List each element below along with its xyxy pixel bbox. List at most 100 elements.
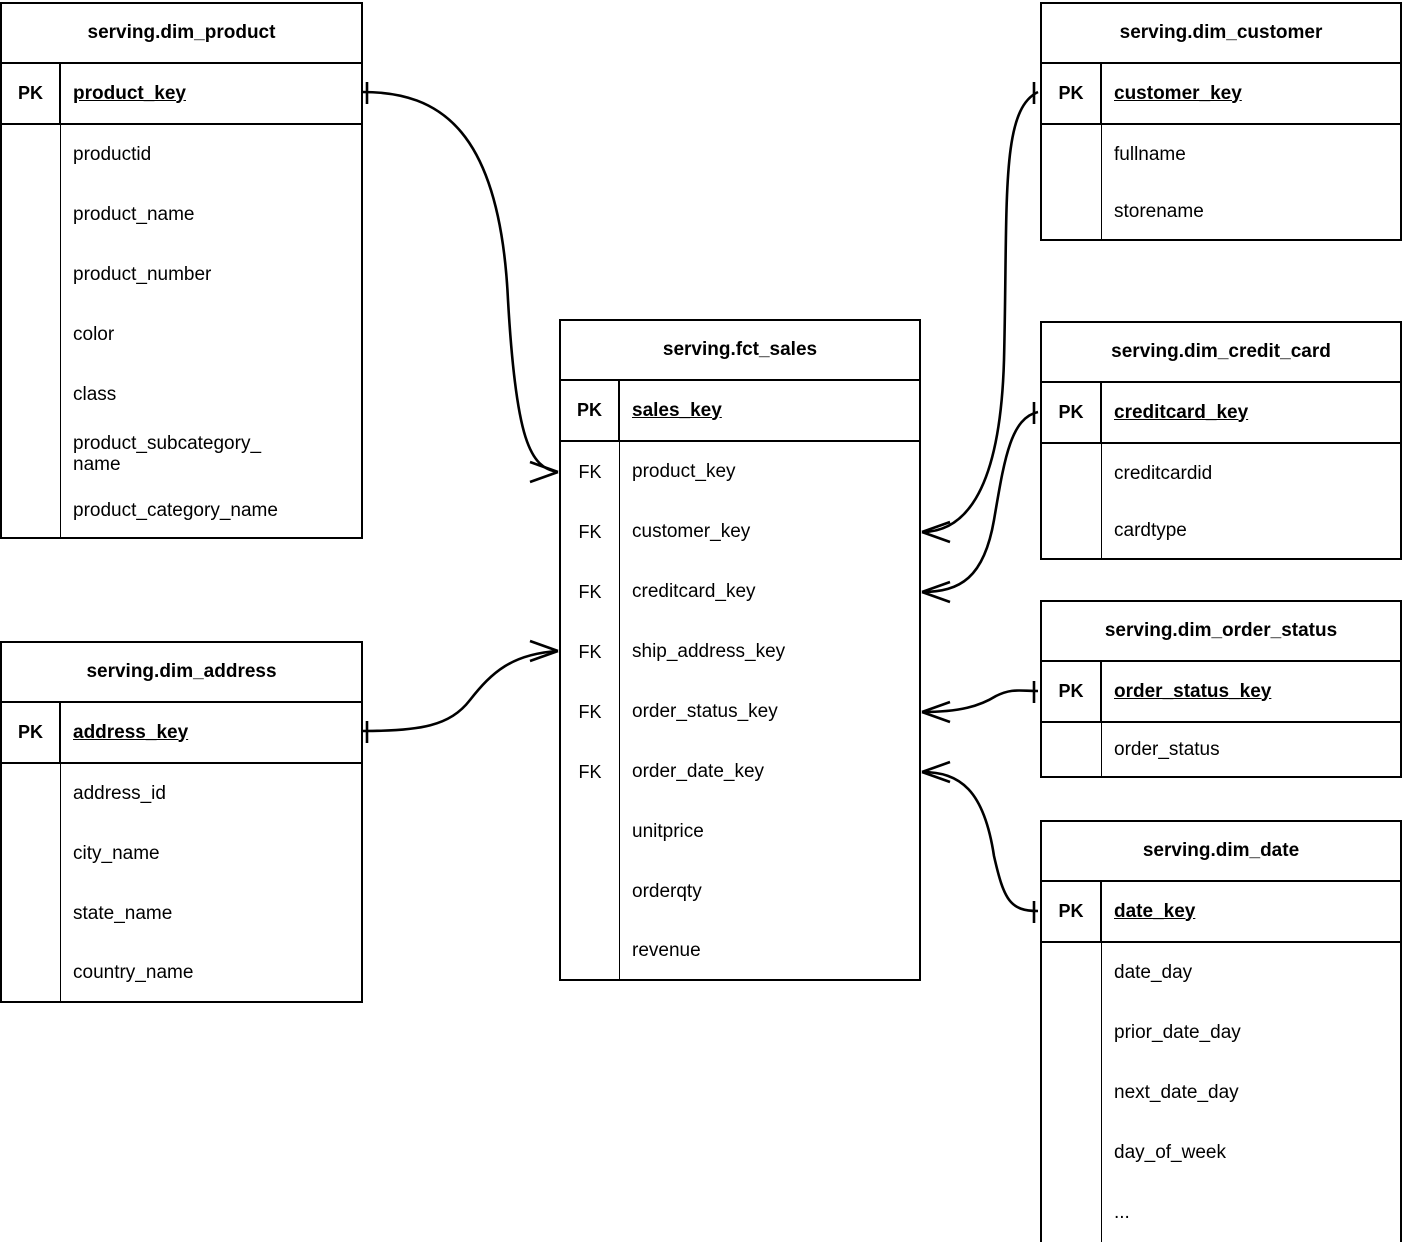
entity-dim-customer[interactable]: serving.dim_customer PK customer_key ful… <box>1040 2 1402 241</box>
key-cell <box>2 245 60 305</box>
entity-dim-credit-card[interactable]: serving.dim_credit_card PK creditcard_ke… <box>1040 321 1402 560</box>
field-row: product_category_name <box>73 500 278 521</box>
pk-row-dim-address: PK address_key <box>2 703 361 764</box>
entity-title-fct-sales: serving.fct_sales <box>561 321 919 381</box>
field-line-2: name <box>73 454 121 475</box>
entity-title-dim-customer: serving.dim_customer <box>1042 4 1400 64</box>
relationship-address-sales <box>362 639 559 743</box>
fk-badge: FK <box>578 581 602 602</box>
pk-badge: PK <box>1042 64 1102 123</box>
pk-badge: PK <box>2 64 61 123</box>
field-block-dim-address: address_id city_name state_name country_… <box>2 764 361 1001</box>
pk-badge: PK <box>2 703 61 762</box>
name-column: order_status <box>1102 723 1400 776</box>
entity-title-dim-date: serving.dim_date <box>1042 822 1400 882</box>
field-row: order_status <box>1114 738 1220 760</box>
key-cell <box>2 185 60 245</box>
key-cell <box>1042 1003 1101 1063</box>
key-column <box>2 764 61 1001</box>
pk-field-name: order_status_key <box>1114 680 1272 702</box>
key-column <box>1042 943 1102 1242</box>
entity-title-dim-product: serving.dim_product <box>2 4 361 64</box>
relationship-sales-orderstatus <box>921 681 1039 724</box>
field-row: product_key <box>632 461 736 482</box>
key-cell <box>561 802 619 862</box>
field-row: state_name <box>73 903 173 924</box>
pk-badge: PK <box>1042 662 1102 721</box>
relationship-sales-customer <box>921 82 1039 544</box>
pk-row-fct-sales: PK sales_key <box>561 381 919 442</box>
key-cell <box>1042 723 1101 776</box>
pk-badge: PK <box>1042 383 1102 442</box>
pk-row-dim-order-status: PK order_status_key <box>1042 662 1400 723</box>
key-cell <box>561 862 619 922</box>
pk-row-dim-credit-card: PK creditcard_key <box>1042 383 1400 444</box>
field-row: revenue <box>632 939 701 961</box>
fk-badge: FK <box>578 761 602 782</box>
field-row: ... <box>1114 1201 1130 1223</box>
field-row-wrapped: product_subcategory_ name <box>61 425 361 485</box>
key-column: FK FK FK FK FK FK <box>561 442 620 979</box>
field-row: storename <box>1114 201 1204 222</box>
key-cell <box>1042 185 1101 239</box>
entity-title-dim-credit-card: serving.dim_credit_card <box>1042 323 1400 383</box>
entity-dim-date[interactable]: serving.dim_date PK date_key date_day pr… <box>1040 820 1402 1242</box>
key-cell <box>1042 943 1101 1003</box>
pk-row-dim-product: PK product_key <box>2 64 361 125</box>
relationship-sales-date <box>921 760 1039 923</box>
field-row: prior_date_day <box>1114 1022 1241 1043</box>
key-column <box>1042 125 1102 239</box>
pk-field-name: sales_key <box>632 399 722 421</box>
key-cell <box>2 944 60 1001</box>
name-column: fullname storename <box>1102 125 1400 239</box>
field-row: product_number <box>73 264 212 285</box>
field-block-dim-customer: fullname storename <box>1042 125 1400 239</box>
key-column <box>1042 723 1102 776</box>
field-block-dim-credit-card: creditcardid cardtype <box>1042 444 1400 558</box>
field-row: orderqty <box>632 881 702 902</box>
pk-badge: PK <box>561 381 620 440</box>
entity-title-dim-order-status: serving.dim_order_status <box>1042 602 1400 662</box>
entity-dim-product[interactable]: serving.dim_product PK product_key produ… <box>0 2 363 539</box>
field-row: creditcard_key <box>632 581 756 602</box>
pk-row-dim-customer: PK customer_key <box>1042 64 1400 125</box>
key-cell <box>2 305 60 365</box>
pk-field-name: customer_key <box>1114 82 1242 104</box>
entity-fct-sales[interactable]: serving.fct_sales PK sales_key FK FK FK … <box>559 319 921 981</box>
pk-field-name: product_key <box>73 82 186 104</box>
field-row: unitprice <box>632 821 704 842</box>
field-row: country_name <box>73 961 194 983</box>
key-cell <box>2 764 60 824</box>
field-row: cardtype <box>1114 520 1187 541</box>
key-cell <box>2 365 60 425</box>
pk-row-dim-date: PK date_key <box>1042 882 1400 943</box>
name-column: address_id city_name state_name country_… <box>61 764 361 1001</box>
key-cell <box>1042 125 1101 185</box>
name-column: product_key customer_key creditcard_key … <box>620 442 919 979</box>
key-cell <box>2 884 60 944</box>
relationship-product-sales <box>362 82 559 484</box>
field-row: next_date_day <box>1114 1082 1239 1103</box>
key-column <box>2 125 61 537</box>
name-column: creditcardid cardtype <box>1102 444 1400 558</box>
key-cell <box>1042 1063 1101 1123</box>
field-row: creditcardid <box>1114 463 1213 484</box>
pk-badge: PK <box>1042 882 1102 941</box>
field-row: product_name <box>73 204 195 225</box>
key-cell <box>1042 1183 1101 1242</box>
field-block-dim-order-status: order_status <box>1042 723 1400 776</box>
field-row: address_id <box>73 783 166 804</box>
key-cell <box>1042 1123 1101 1183</box>
entity-dim-order-status[interactable]: serving.dim_order_status PK order_status… <box>1040 600 1402 778</box>
field-block-fct-sales: FK FK FK FK FK FK product_key customer_k… <box>561 442 919 979</box>
field-block-dim-product: productid product_name product_number co… <box>2 125 361 537</box>
fk-badge: FK <box>578 701 602 722</box>
entity-dim-address[interactable]: serving.dim_address PK address_key addre… <box>0 641 363 1003</box>
field-row: class <box>73 384 117 405</box>
field-row: color <box>73 324 115 345</box>
relationship-sales-creditcard <box>921 402 1039 604</box>
field-row: customer_key <box>632 521 751 542</box>
name-column: productid product_name product_number co… <box>61 125 361 537</box>
pk-field-name: creditcard_key <box>1114 401 1249 423</box>
